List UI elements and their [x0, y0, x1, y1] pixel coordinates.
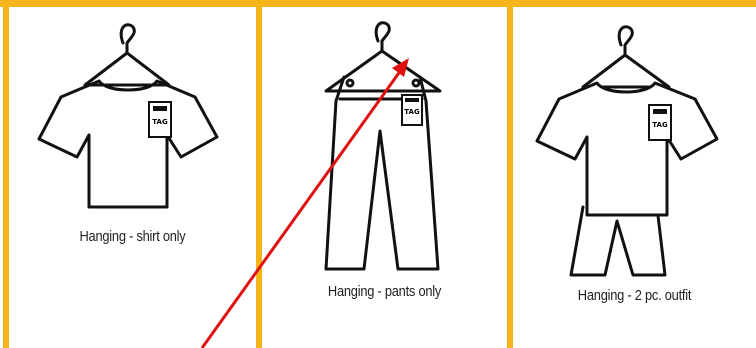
- panel-caption: Hanging - 2 pc. outfit: [530, 287, 739, 304]
- panel-caption: Hanging - shirt only: [26, 228, 238, 245]
- frame-top-border: [0, 0, 756, 7]
- tag-label: TAG: [404, 108, 420, 116]
- shirt-icon: [537, 83, 717, 215]
- tag-label: TAG: [152, 118, 168, 126]
- tag-icon: TAG: [649, 105, 671, 140]
- tag-icon: TAG: [402, 95, 422, 125]
- hanger-hook-icon: [619, 27, 632, 55]
- panel-two-piece-outfit: TAG Hanging - 2 pc. outfit: [513, 7, 756, 348]
- panel-shirt-only: TAG Hanging - shirt only: [9, 7, 256, 348]
- hanger-clip-icon: [347, 80, 353, 86]
- tag-label: TAG: [652, 121, 668, 129]
- shirt-icon: [39, 81, 217, 207]
- pants-icon: [571, 207, 665, 275]
- hanger-hook-icon: [376, 23, 389, 51]
- tag-icon: TAG: [149, 102, 171, 137]
- hanger-hook-icon: [121, 25, 134, 53]
- panel-pants-only: TAG Hanging - pants only: [262, 7, 507, 348]
- shirt-on-hanger-illustration: TAG: [9, 7, 256, 348]
- hanger-clip-icon: [413, 80, 419, 86]
- panel-caption: Hanging - pants only: [279, 283, 490, 300]
